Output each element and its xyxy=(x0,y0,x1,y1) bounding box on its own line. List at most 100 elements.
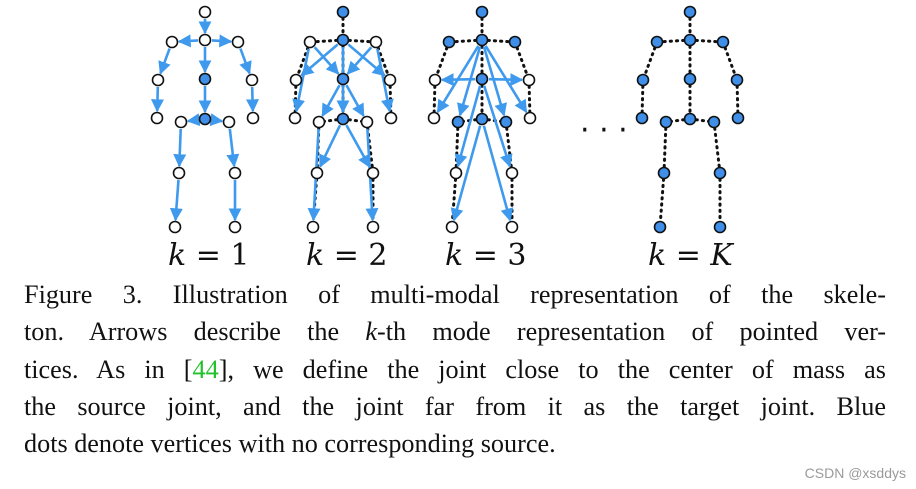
caption-line-1: Figure 3. Illustration of multi-modal re… xyxy=(24,280,886,309)
joint-white xyxy=(505,166,519,180)
skeleton-kK xyxy=(635,5,745,234)
skeleton-k3 xyxy=(427,5,537,234)
caption-line-4: the source joint, and the joint far from… xyxy=(24,391,886,421)
bone-dotted xyxy=(658,171,666,229)
skeleton-figure: · · · xyxy=(150,5,745,234)
joint-blue xyxy=(657,166,671,180)
joint-blue xyxy=(499,115,513,129)
arrow xyxy=(239,48,252,75)
joint-white xyxy=(445,220,459,234)
joint-white xyxy=(427,111,441,125)
joint-blue xyxy=(442,35,456,49)
joint-blue xyxy=(650,35,664,49)
joint-white xyxy=(246,111,260,125)
joint-white xyxy=(306,220,320,234)
joint-blue xyxy=(475,72,489,86)
joint-white xyxy=(366,220,380,234)
arrow xyxy=(177,34,199,48)
joint-white xyxy=(523,111,537,125)
arrow xyxy=(226,128,240,168)
joint-white xyxy=(172,166,186,180)
bone-dotted xyxy=(374,40,392,82)
arrow xyxy=(173,128,187,168)
joint-white xyxy=(384,111,398,125)
joint-blue xyxy=(683,72,697,86)
arrow xyxy=(209,113,224,127)
joint-blue xyxy=(713,220,727,234)
joint-blue xyxy=(636,73,650,87)
joint-white xyxy=(228,166,242,180)
joint-white xyxy=(310,166,324,180)
arrow xyxy=(347,43,386,77)
joint-blue xyxy=(730,73,744,87)
joint-white xyxy=(222,115,236,129)
joint-blue xyxy=(683,112,697,126)
joint-white xyxy=(449,166,463,180)
joint-blue xyxy=(707,115,721,129)
caption-line-5: dots denote vertices with no correspondi… xyxy=(24,429,556,459)
joint-blue xyxy=(336,112,350,126)
joint-blue xyxy=(336,5,350,19)
joint-white xyxy=(165,35,179,49)
arrow xyxy=(376,48,394,113)
arrow xyxy=(246,86,260,113)
arrow xyxy=(211,34,233,48)
joint-blue xyxy=(508,35,522,49)
bone-dotted xyxy=(712,120,722,175)
joint-white xyxy=(288,111,302,125)
arrow xyxy=(454,85,482,168)
label-k3: k = 3 xyxy=(445,238,527,273)
arrow xyxy=(318,124,342,168)
joint-blue xyxy=(731,111,745,125)
joint-blue xyxy=(713,166,727,180)
joint-blue xyxy=(336,72,350,86)
joint-blue xyxy=(683,5,697,19)
joint-white xyxy=(198,5,212,19)
bone-dotted xyxy=(641,40,659,82)
figure-caption: Figure 3. Illustration of multi-modal re… xyxy=(24,276,886,462)
arrow xyxy=(186,113,201,127)
joint-white xyxy=(303,35,317,49)
label-k2: k = 2 xyxy=(306,238,388,273)
joint-white xyxy=(366,166,380,180)
joint-blue xyxy=(336,33,350,47)
arrow xyxy=(300,43,339,77)
joint-white xyxy=(428,73,442,87)
arrow xyxy=(321,84,341,118)
arrow xyxy=(450,125,482,222)
caption-line-2: ton. Arrows describe the k-th mode repre… xyxy=(24,317,886,347)
bone-dotted xyxy=(640,78,645,120)
joint-blue xyxy=(475,33,489,47)
joint-white xyxy=(198,33,212,47)
joint-white xyxy=(150,111,164,125)
joint-white xyxy=(245,73,259,87)
arrow xyxy=(457,46,482,117)
arrow xyxy=(150,86,164,113)
joint-white xyxy=(312,115,326,129)
arrow xyxy=(292,48,310,113)
joint-white xyxy=(522,73,536,87)
joint-blue xyxy=(475,5,489,19)
label-kK: k = K xyxy=(648,238,733,273)
arrow xyxy=(345,84,365,118)
arrow xyxy=(482,46,507,117)
bone-dotted xyxy=(735,78,740,120)
arrow xyxy=(313,46,340,75)
arrow xyxy=(345,124,371,169)
arrow xyxy=(158,48,171,75)
watermark: CSDN @xsddys xyxy=(804,465,906,481)
joint-white xyxy=(505,220,519,234)
citation-link[interactable]: 44 xyxy=(192,354,219,384)
joint-white xyxy=(360,115,374,129)
bone-dotted xyxy=(721,40,739,82)
joint-blue xyxy=(635,111,649,125)
joint-white xyxy=(369,35,383,49)
bone-dotted xyxy=(513,40,531,82)
arrow xyxy=(482,125,514,222)
caption-line-3: tices. As in [44], we define the joint c… xyxy=(24,354,886,384)
joint-white xyxy=(231,35,245,49)
arrow xyxy=(482,85,513,168)
joint-blue xyxy=(716,35,730,49)
bone-dotted xyxy=(433,40,451,82)
arrow xyxy=(169,179,183,222)
